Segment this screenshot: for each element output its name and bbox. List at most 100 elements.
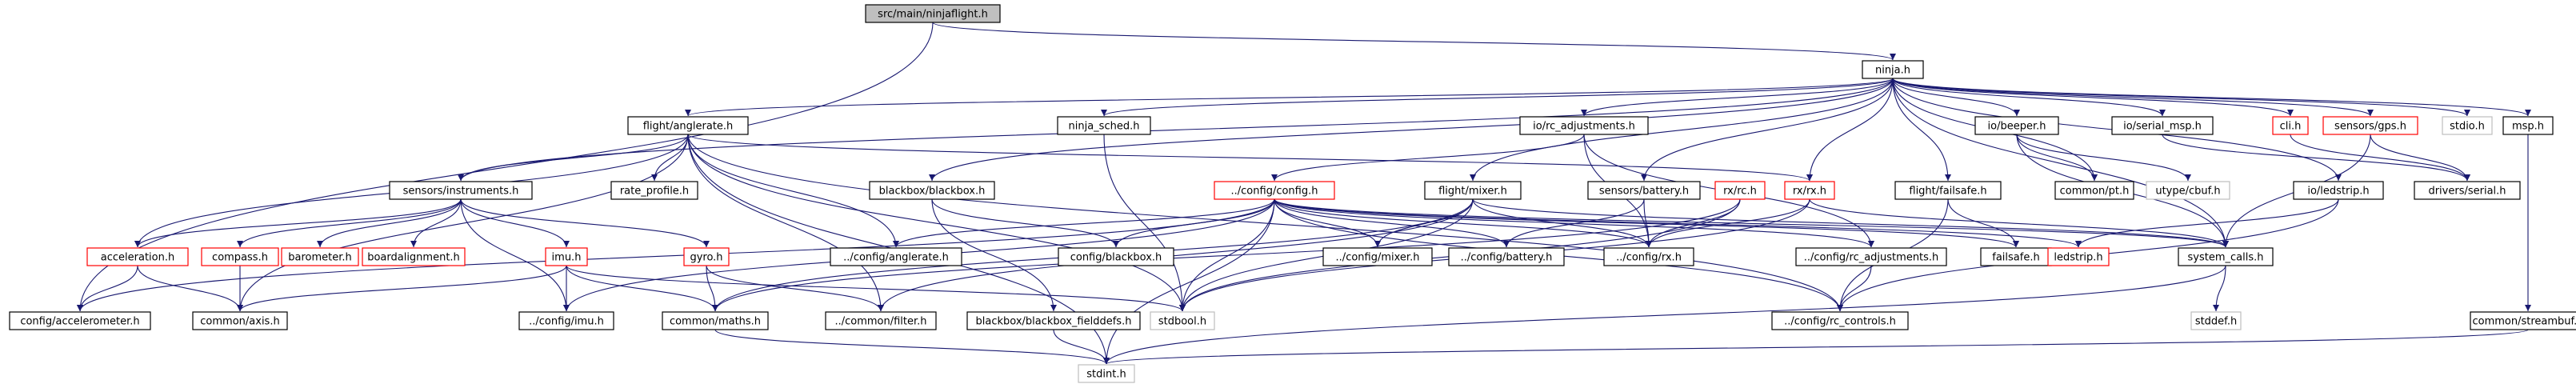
node-box <box>1214 181 1335 200</box>
node-cfg-blackbox[interactable]: config/blackbox.h <box>1058 247 1174 266</box>
edge-ninja-to-battery <box>1641 78 1894 182</box>
node-label: imu.h <box>552 252 582 264</box>
node-label: ../config/rx.h <box>1616 252 1682 264</box>
node-beeper[interactable]: io/beeper.h <box>1974 116 2059 135</box>
edge-config-to-cfg_accel <box>77 198 1275 312</box>
node-drivers-serial[interactable]: drivers/serial.h <box>2414 181 2521 200</box>
edge-ninja-to-blackbox <box>929 78 1894 182</box>
node-stdint[interactable]: stdint.h <box>1078 364 1135 383</box>
node-ninja[interactable]: ninja.h <box>1862 60 1924 79</box>
node-battery[interactable]: sensors/battery.h <box>1587 181 1701 200</box>
edge-ninja-to-anglerate <box>685 78 1894 117</box>
node-cfg-accel[interactable]: config/accelerometer.h <box>9 311 151 330</box>
node-label: cli.h <box>2280 121 2302 133</box>
node-ledstrip[interactable]: ledstrip.h <box>2047 247 2110 266</box>
node-stdbool[interactable]: stdbool.h <box>1150 311 1215 330</box>
node-utype-cbuf[interactable]: utype/cbuf.h <box>2146 181 2230 200</box>
node-cli[interactable]: cli.h <box>2272 116 2309 135</box>
node-label: sensors/gps.h <box>2334 121 2406 133</box>
node-stddef[interactable]: stddef.h <box>2190 311 2242 330</box>
edge-acceleration-to-cfg_accel <box>77 265 138 312</box>
node-common-axis[interactable]: common/axis.h <box>192 311 288 330</box>
edge-instruments-to-cfg_imu <box>460 198 570 312</box>
node-label: rx/rx.h <box>1793 186 1826 198</box>
node-label: flight/failsafe.h <box>1909 186 1986 198</box>
node-failsafe[interactable]: failsafe.h <box>1980 247 2052 266</box>
edge-config-to-cfg_battery <box>1274 198 1510 248</box>
node-label: utype/cbuf.h <box>2155 186 2220 198</box>
edge-blackbox-to-cfg_blackbox <box>931 198 1119 248</box>
node-io-ledstrip[interactable]: io/ledstrip.h <box>2293 181 2384 200</box>
edge-config-to-cfg_rx <box>1274 198 1652 248</box>
node-anglerate[interactable]: flight/anglerate.h <box>627 116 749 135</box>
edge-system_calls-to-stdint <box>1103 265 2226 365</box>
edge-cli-to-drivers_serial <box>2290 134 2470 182</box>
edge-root-to-ninja <box>932 22 1896 61</box>
node-gps[interactable]: sensors/gps.h <box>2322 116 2418 135</box>
node-label: common/pt.h <box>2060 186 2130 198</box>
node-barometer[interactable]: barometer.h <box>281 247 359 266</box>
node-box <box>389 181 533 200</box>
node-box <box>2470 311 2576 330</box>
node-compass[interactable]: compass.h <box>201 247 279 266</box>
edge-serial_msp-to-drivers_serial <box>2162 134 2470 182</box>
node-box <box>518 311 614 330</box>
dependency-edges <box>77 22 2531 365</box>
node-root[interactable]: src/main/ninjaflight.h <box>865 4 1001 23</box>
node-system-calls[interactable]: system_calls.h <box>2178 247 2274 266</box>
node-common-filter[interactable]: ../common/filter.h <box>825 311 937 330</box>
node-label: rate_profile.h <box>620 186 689 198</box>
node-io-rcadj[interactable]: io/rc_adjustments.h <box>1519 116 1649 135</box>
node-cfg-battery[interactable]: ../config/battery.h <box>1448 247 1565 266</box>
node-label: acceleration.h <box>101 252 174 264</box>
node-cfg-rc-controls[interactable]: ../config/rc_controls.h <box>1771 311 1909 330</box>
node-blackbox[interactable]: blackbox/blackbox.h <box>869 181 995 200</box>
node-box <box>1862 60 1924 79</box>
node-label: io/rc_adjustments.h <box>1533 121 1635 133</box>
node-label: ninja.h <box>1875 65 1910 77</box>
node-mixer[interactable]: flight/mixer.h <box>1424 181 1522 200</box>
edge-config-to-stdint <box>1103 198 1275 365</box>
node-common-streambuf[interactable]: common/streambuf.h <box>2470 311 2576 330</box>
node-acceleration[interactable]: acceleration.h <box>86 247 189 266</box>
node-label: compass.h <box>212 252 268 264</box>
node-instruments[interactable]: sensors/instruments.h <box>389 181 533 200</box>
node-cfg-rx[interactable]: ../config/rx.h <box>1603 247 1694 266</box>
node-box <box>2502 116 2554 135</box>
node-box <box>830 247 962 266</box>
node-stdio[interactable]: stdio.h <box>2442 116 2493 135</box>
node-box <box>683 247 730 266</box>
node-serial-msp[interactable]: io/serial_msp.h <box>2111 116 2214 135</box>
edge-ninja-to-io_rcadj <box>1581 78 1894 117</box>
node-common-maths[interactable]: common/maths.h <box>662 311 769 330</box>
node-imu[interactable]: imu.h <box>545 247 588 266</box>
node-boardalignment[interactable]: boardalignment.h <box>362 247 466 266</box>
node-label: ../config/battery.h <box>1461 252 1553 264</box>
node-msp[interactable]: msp.h <box>2502 116 2554 135</box>
node-box <box>1448 247 1565 266</box>
node-cfg-imu[interactable]: ../config/imu.h <box>518 311 614 330</box>
edge-battery-to-cfg_battery <box>1503 198 1645 248</box>
edge-common_streambuf-to-stdint <box>1103 329 2529 365</box>
node-rxrx[interactable]: rx/rx.h <box>1784 181 1835 200</box>
node-label: io/beeper.h <box>1988 121 2046 133</box>
node-failsafe-h[interactable]: flight/failsafe.h <box>1894 181 2002 200</box>
node-cfg-anglerate[interactable]: ../config/anglerate.h <box>830 247 962 266</box>
node-gyro[interactable]: gyro.h <box>683 247 730 266</box>
node-cfg-mixer[interactable]: ../config/mixer.h <box>1322 247 1433 266</box>
node-ninja-sched[interactable]: ninja_sched.h <box>1057 116 1151 135</box>
node-rxrc[interactable]: rx/rc.h <box>1714 181 1766 200</box>
node-rate-profile[interactable]: rate_profile.h <box>610 181 698 200</box>
edge-failsafe_h-to-failsafe <box>1947 198 2019 248</box>
node-config[interactable]: ../config/config.h <box>1214 181 1335 200</box>
node-box <box>1795 247 1947 266</box>
node-box <box>1587 181 1701 200</box>
node-common-pt[interactable]: common/pt.h <box>2054 181 2134 200</box>
edge-instruments-to-compass <box>237 198 462 248</box>
node-label: io/ledstrip.h <box>2307 186 2369 198</box>
edge-config-to-ledstrip <box>1274 198 2082 248</box>
edge-ninja-to-system_calls <box>1892 78 2229 248</box>
node-cfg-rcadj[interactable]: ../config/rc_adjustments.h <box>1795 247 1947 266</box>
edge-imu-to-stdbool <box>566 265 1186 312</box>
node-bb-fielddefs[interactable]: blackbox/blackbox_fielddefs.h <box>966 311 1141 330</box>
